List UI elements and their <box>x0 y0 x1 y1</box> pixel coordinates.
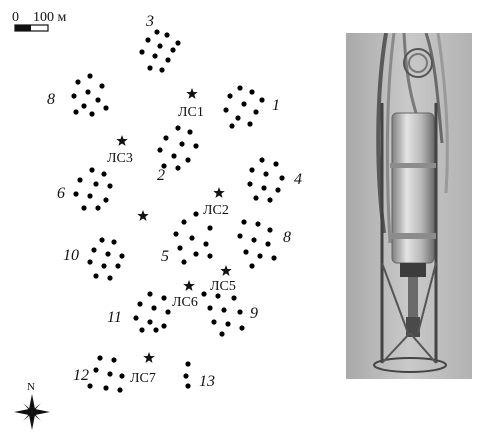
station-star-lc2 <box>213 187 225 198</box>
cluster-6-dots <box>73 167 113 211</box>
cluster-label-11: 11 <box>107 309 122 326</box>
station-star-lc1 <box>186 88 198 99</box>
station-labels: ЛС1 ЛС3 ЛС2 ЛС5 ЛС6 ЛС7 <box>107 105 236 386</box>
station-label-lc2: ЛС2 <box>203 203 229 218</box>
cluster-label-9: 9 <box>250 305 258 322</box>
station-label-lc5: ЛС5 <box>210 279 236 294</box>
detector-module-photo-icon <box>346 33 472 379</box>
cluster-8-left-dots <box>71 73 109 117</box>
cluster-4-dots <box>247 157 285 203</box>
station-stars <box>116 88 232 363</box>
cluster-9-dots <box>201 291 245 337</box>
station-star-lc5 <box>220 265 232 276</box>
cluster-13-dots <box>183 361 191 389</box>
scale-zero-label: 0 <box>12 10 19 25</box>
cluster-label-6: 6 <box>57 185 65 202</box>
cluster-labels: 3 8 1 2 4 6 5 8 10 9 11 12 13 <box>47 13 302 390</box>
cluster-label-8-right: 8 <box>283 229 291 246</box>
cluster-11-dots <box>133 291 171 333</box>
cluster-1-dots <box>223 85 265 129</box>
cluster-2-dots <box>157 125 199 171</box>
cluster-label-1: 1 <box>272 97 280 114</box>
station-star-lc6 <box>183 280 195 291</box>
cluster-10-dots <box>87 237 125 281</box>
cluster-5-dots <box>173 211 213 265</box>
station-label-lc3: ЛС3 <box>107 151 133 166</box>
detector-dots <box>71 29 285 393</box>
cluster-label-10: 10 <box>63 247 79 264</box>
scale-bar: 0 100 м <box>12 10 67 32</box>
station-star-lc7 <box>143 352 155 363</box>
scale-length-label: 100 м <box>33 10 67 25</box>
compass-rose-icon <box>14 394 50 430</box>
detector-photo <box>346 33 472 379</box>
cluster-8-right-dots <box>237 219 277 269</box>
station-label-lc1: ЛС1 <box>178 105 204 120</box>
cluster-label-12: 12 <box>73 367 89 384</box>
north-label: N <box>27 381 35 393</box>
station-label-lc6: ЛС6 <box>172 295 198 310</box>
station-star-lc3 <box>116 135 128 146</box>
cluster-label-4: 4 <box>294 171 302 188</box>
station-star-unlabeled <box>137 210 149 221</box>
north-arrow: N <box>14 381 50 430</box>
cluster-label-5: 5 <box>161 248 169 265</box>
station-label-lc7: ЛС7 <box>130 371 156 386</box>
cluster-12-dots <box>87 355 125 393</box>
cluster-3-dots <box>139 29 181 73</box>
cluster-label-13: 13 <box>199 373 215 390</box>
cluster-label-8-left: 8 <box>47 91 55 108</box>
cluster-label-3: 3 <box>145 13 154 30</box>
cluster-label-2: 2 <box>157 167 165 184</box>
